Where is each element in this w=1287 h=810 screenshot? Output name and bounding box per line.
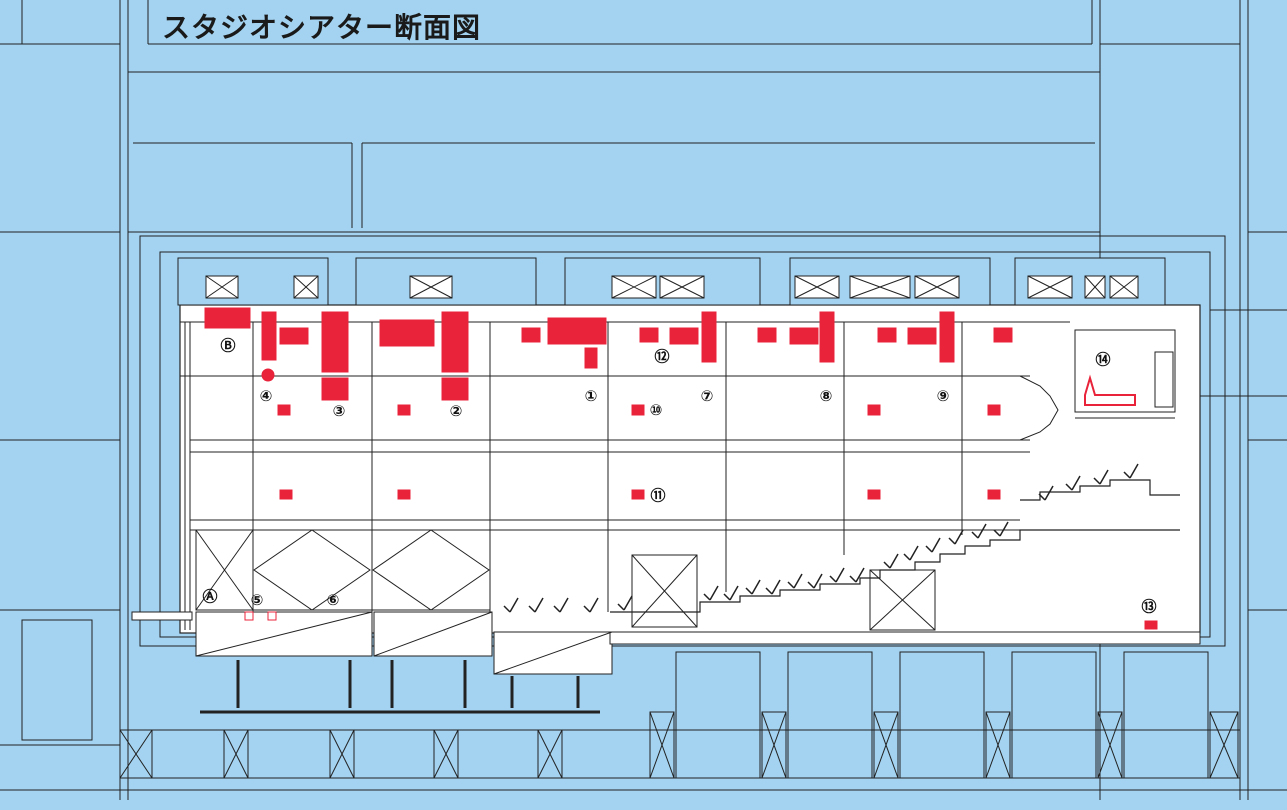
label-5: ⑤ (250, 591, 264, 609)
label-1: ① (584, 387, 598, 405)
label-b: Ⓑ (220, 336, 236, 355)
theatre-room (139, 235, 1226, 647)
duct-boxes (205, 275, 1139, 299)
label-14: ⑭ (1095, 350, 1111, 369)
basement-structure (119, 651, 1240, 779)
label-2: ② (449, 402, 463, 420)
label-11: ⑪ (650, 486, 666, 505)
stage-equipment (204, 307, 1158, 630)
label-a: Ⓐ (202, 587, 218, 606)
label-4: ④ (259, 387, 273, 405)
lift-jacks (200, 660, 600, 714)
stage-lifts (131, 611, 1201, 675)
label-8: ⑧ (819, 387, 833, 405)
audience-chairs (503, 463, 1139, 613)
cross-panels (195, 529, 936, 631)
label-3: ③ (332, 402, 346, 420)
label-12: ⑫ (654, 347, 670, 366)
label-9: ⑨ (936, 387, 950, 405)
diagram-title: スタジオシアター断面図 (162, 11, 482, 44)
label-6: ⑥ (326, 591, 340, 609)
label-13: ⑬ (1141, 597, 1157, 616)
label-7: ⑦ (700, 387, 714, 405)
label-10: ⑩ (649, 401, 663, 419)
